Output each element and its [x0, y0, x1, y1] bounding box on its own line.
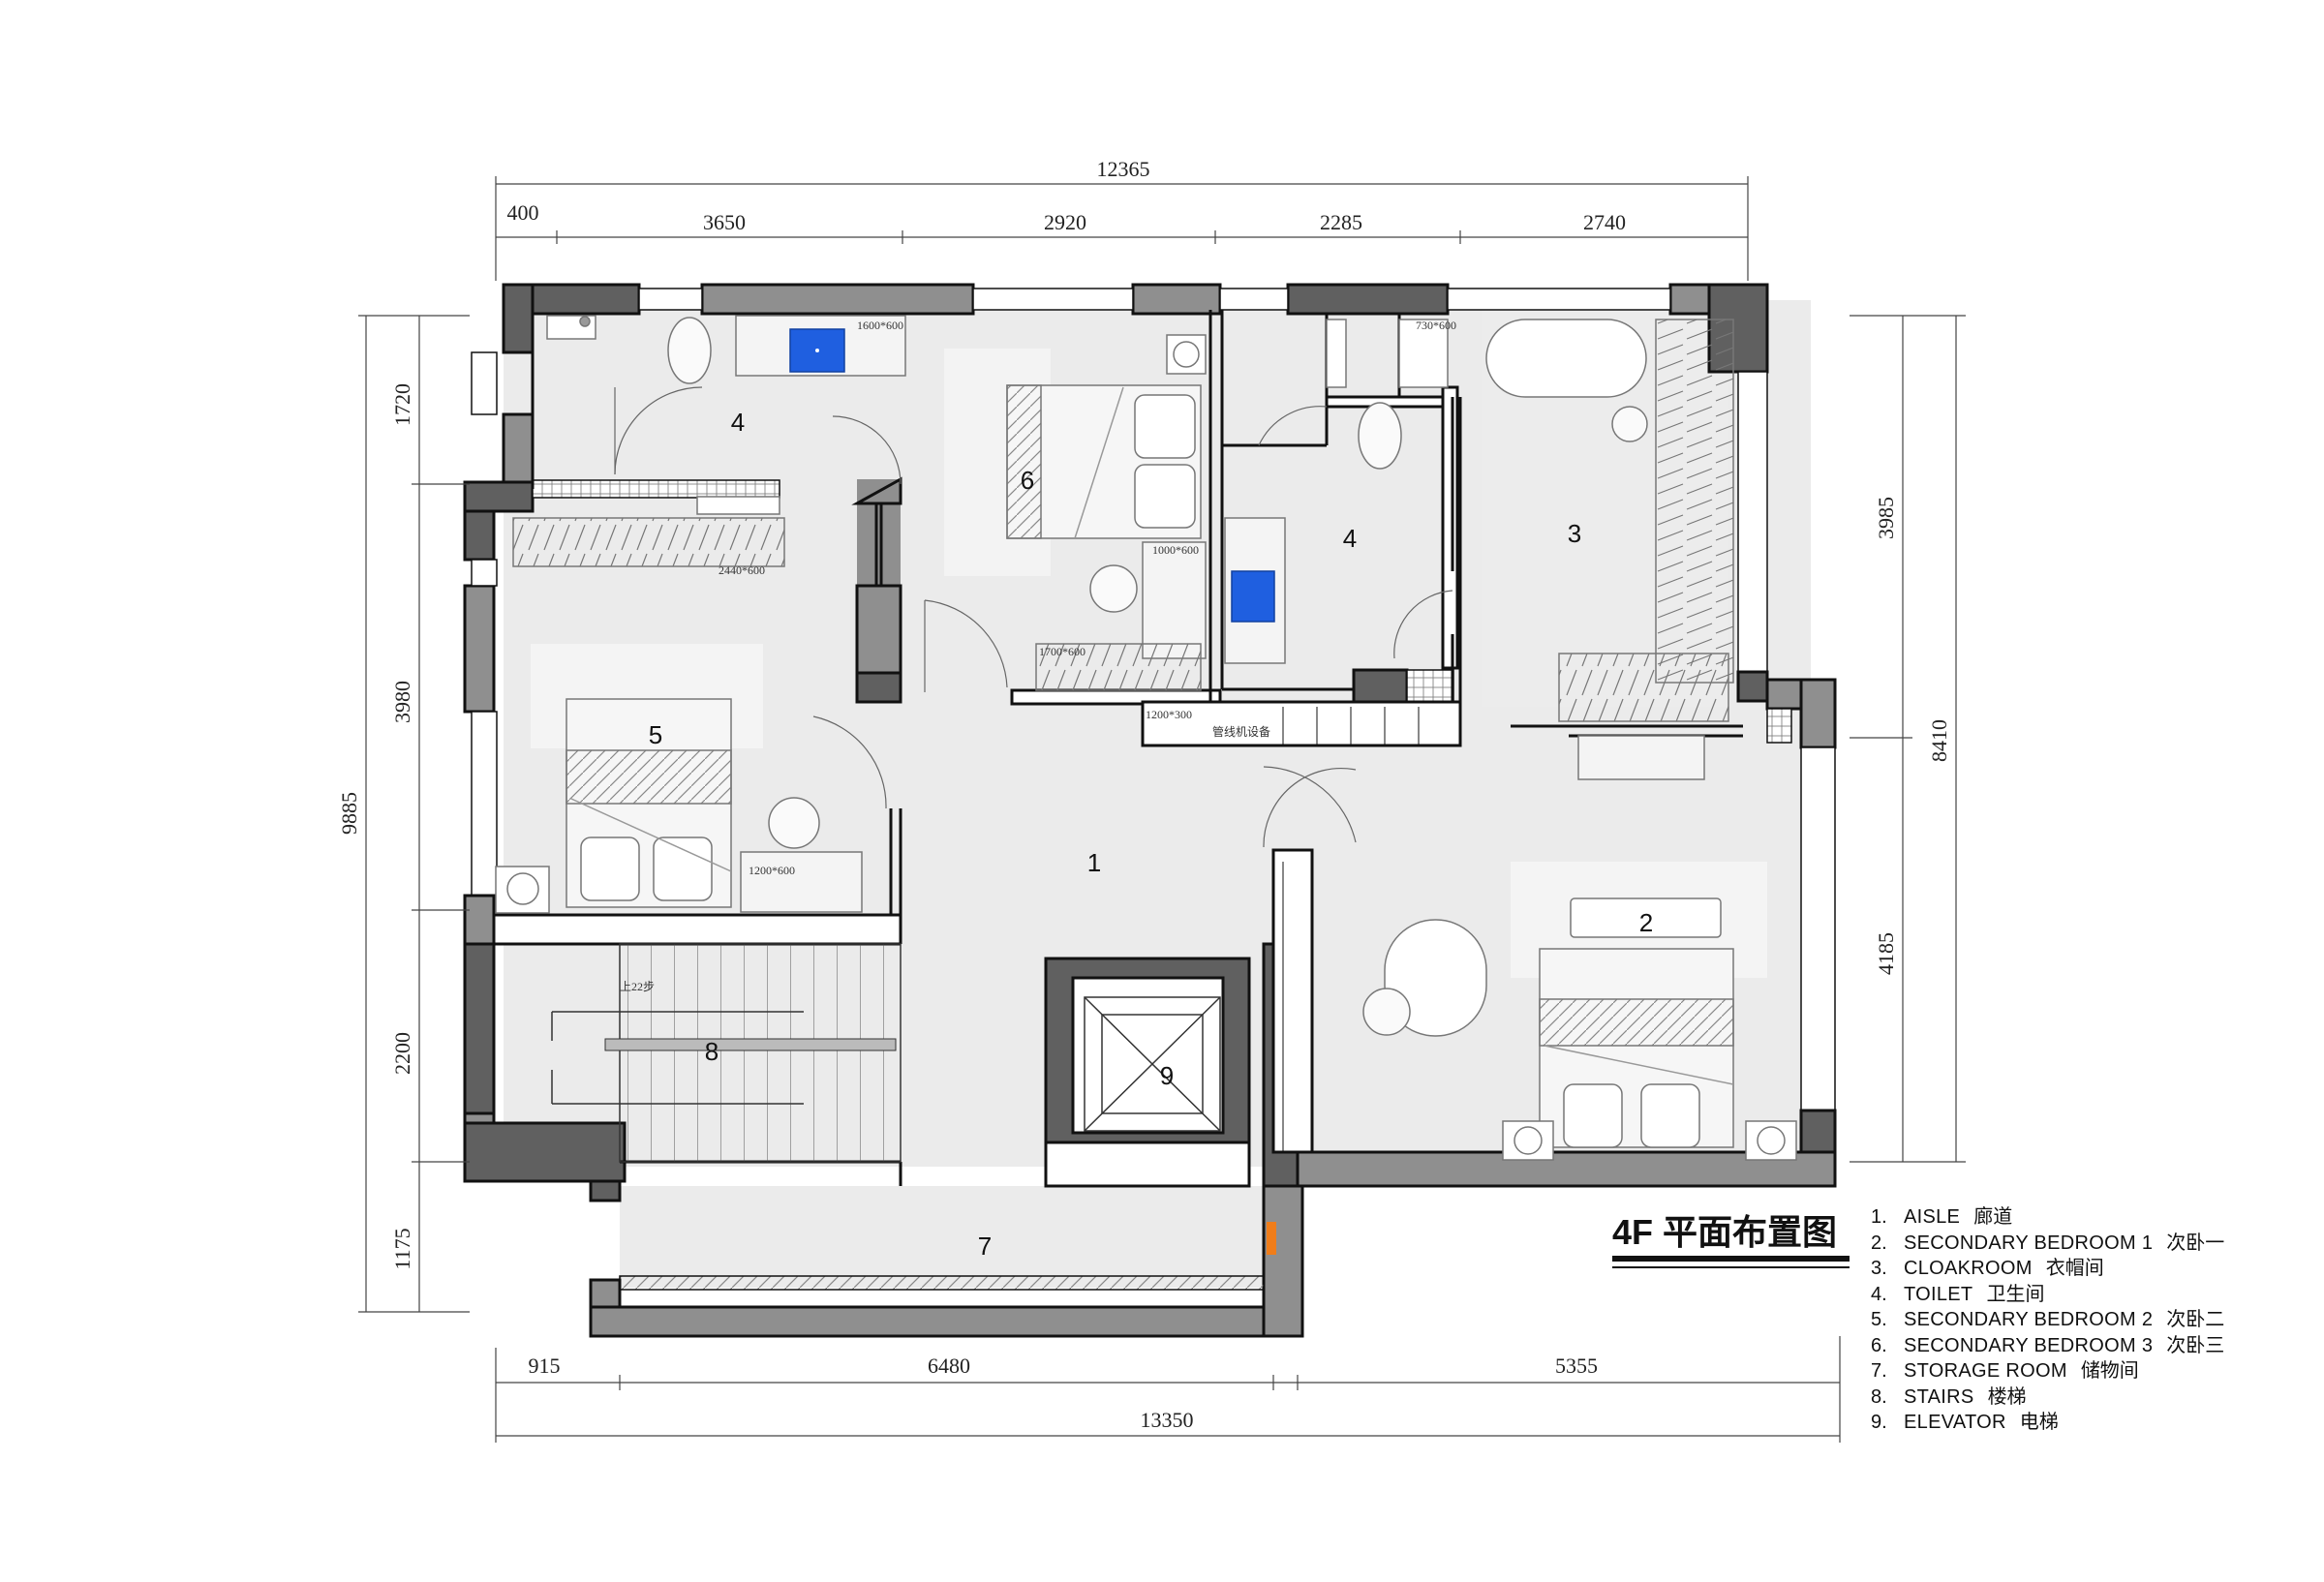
legend-item-num: 8.	[1871, 1385, 1887, 1408]
drawing-title: 4F 平面布置图	[1612, 1212, 1837, 1252]
legend-item-zh: 储物间	[2080, 1360, 2139, 1382]
dim-top-5: 2740	[1583, 210, 1626, 234]
legend-item-num: 1.	[1871, 1206, 1887, 1228]
legend-item-en: CLOAKROOM	[1904, 1258, 2033, 1279]
note-wardrobe-left: 2440*600	[719, 563, 765, 577]
legend-item-zh: 廊道	[1973, 1206, 2013, 1228]
dim-top-1: 400	[507, 200, 539, 225]
legend-item: 5. SECONDARY BEDROOM 2 次卧二	[1871, 1303, 2225, 1330]
dim-left-1: 1720	[390, 383, 414, 426]
dim-right-2: 4185	[1874, 932, 1898, 975]
dim-top-2: 3650	[703, 210, 746, 234]
sink-icon	[789, 328, 845, 373]
dim-left-4: 1175	[390, 1228, 414, 1269]
sink-icon	[1231, 570, 1275, 623]
legend-item-num: 3.	[1871, 1258, 1887, 1279]
note-vanity-left: 1600*600	[857, 319, 903, 332]
legend-item-en: AISLE	[1904, 1206, 1961, 1228]
dim-top-3: 2920	[1044, 210, 1086, 234]
legend-item-num: 4.	[1871, 1283, 1887, 1305]
legend-item-zh: 次卧二	[2166, 1309, 2225, 1330]
note-shaft-label: 管线机设备	[1212, 724, 1270, 739]
dim-right-1: 3985	[1874, 497, 1898, 539]
elevator-graphic	[1084, 996, 1221, 1132]
room-labels: 1 2 3 4 4 5 6 7 8 9	[649, 408, 1653, 1261]
dim-bottom-2: 6480	[928, 1354, 970, 1378]
legend-item-zh: 衣帽间	[2045, 1258, 2104, 1279]
legend-item: 4. TOILET 卫生间	[1871, 1278, 2224, 1305]
note-shaft-size: 1200*300	[1146, 708, 1192, 721]
legend-item-num: 6.	[1871, 1334, 1887, 1356]
stairs-graphic	[551, 943, 902, 1163]
note-cabinet-bed6: 1700*600	[1039, 645, 1086, 658]
room-number-bedroom2: 5	[649, 720, 662, 749]
legend-item-num: 9.	[1871, 1412, 1887, 1433]
room-number-toilet-left: 4	[731, 408, 745, 437]
dim-left-3: 2200	[390, 1032, 414, 1075]
note-shower: 730*600	[1416, 319, 1456, 332]
dim-bottom-3: 5355	[1555, 1354, 1598, 1378]
dim-bottom-overall: 13350	[1141, 1408, 1194, 1432]
note-desk-bed5: 1200*600	[749, 864, 795, 877]
dimension-lines	[358, 176, 1966, 1443]
door-swings	[614, 386, 1453, 848]
legend-item: 9. ELEVATOR 电梯	[1871, 1406, 2224, 1433]
legend-item: 3. CLOAKROOM 衣帽间	[1871, 1252, 2224, 1279]
room-number-aisle: 1	[1087, 848, 1101, 877]
legend-item-zh: 楼梯	[1987, 1385, 2027, 1408]
dim-left-overall: 9885	[337, 792, 361, 835]
legend-item-num: 5.	[1871, 1309, 1887, 1330]
annotations: 1600*600 2440*600 1200*600 1000*600 1700…	[620, 319, 1456, 993]
dim-top-4: 2285	[1320, 210, 1362, 234]
legend-item-en: SECONDARY BEDROOM 2	[1904, 1309, 2154, 1330]
legend-item: 2. SECONDARY BEDROOM 1 次卧一	[1871, 1227, 2225, 1254]
interior-walls	[463, 310, 1792, 1188]
dim-bottom-1: 915	[529, 1354, 561, 1378]
note-desk-bed6: 1000*600	[1152, 543, 1199, 557]
legend-item-en: SECONDARY BEDROOM 3	[1904, 1334, 2154, 1356]
legend-item-en: SECONDARY BEDROOM 1	[1904, 1232, 2154, 1254]
legend-item-zh: 次卧三	[2166, 1334, 2225, 1356]
legend-item: 1. AISLE 廊道	[1871, 1201, 2224, 1228]
legend-item-num: 2.	[1871, 1232, 1887, 1254]
room-number-stairs: 8	[705, 1037, 719, 1066]
legend-item-en: STAIRS	[1904, 1385, 1974, 1408]
furniture	[495, 315, 1797, 1161]
legend-item-en: ELEVATOR	[1904, 1412, 2006, 1433]
legend-item-en: STORAGE ROOM	[1904, 1360, 2067, 1382]
dim-right-overall: 8410	[1927, 719, 1951, 762]
drawing-title-block: 4F 平面布置图	[1612, 1212, 1850, 1268]
legend-item-num: 7.	[1871, 1360, 1887, 1382]
legend-item-en: TOILET	[1904, 1283, 1973, 1305]
dimension-texts: 12365 400 3650 2920 2285 2740 915 6480 5…	[337, 157, 1951, 1432]
legend-item-zh: 电梯	[2019, 1412, 2059, 1433]
room-number-elevator: 9	[1160, 1061, 1174, 1090]
legend-item: 6. SECONDARY BEDROOM 3 次卧三	[1871, 1329, 2225, 1356]
room-legend: 1. AISLE 廊道 2. SECONDARY BEDROOM 1 次卧一 3. CLOAK…	[1871, 1201, 2225, 1433]
room-number-cloakroom: 3	[1568, 519, 1581, 548]
fire-hydrant-marker	[1267, 1222, 1276, 1255]
room-number-storage: 7	[978, 1232, 992, 1261]
legend-item-zh: 卫生间	[1986, 1283, 2045, 1305]
note-stairs: 上22步	[620, 980, 655, 993]
dim-left-2: 3980	[390, 681, 414, 723]
room-number-bedroom1: 2	[1639, 908, 1653, 937]
legend-item-zh: 次卧一	[2166, 1232, 2225, 1254]
legend-item: 7. STORAGE ROOM 储物间	[1871, 1354, 2224, 1382]
legend-item: 8. STAIRS 楼梯	[1871, 1381, 2224, 1408]
room-number-toilet-right: 4	[1343, 524, 1357, 553]
room-number-bedroom3: 6	[1021, 466, 1034, 495]
dim-top-overall: 12365	[1097, 157, 1150, 181]
